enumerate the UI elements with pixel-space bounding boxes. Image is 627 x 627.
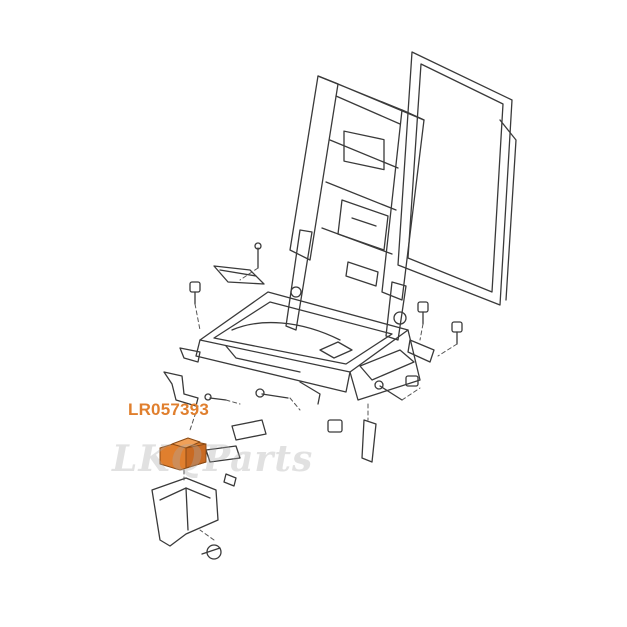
seat-back-panel — [397, 51, 517, 306]
assembly-guide-lines — [183, 267, 458, 541]
mounting-brackets — [151, 371, 377, 547]
seat-back-frame — [285, 75, 425, 341]
highlighted-part-LR057393 — [159, 437, 207, 471]
hinge-bracket — [213, 265, 265, 285]
fasteners — [189, 242, 463, 560]
seat-cushion-frame — [179, 291, 435, 405]
part-number-label: LR057393 — [128, 400, 209, 419]
